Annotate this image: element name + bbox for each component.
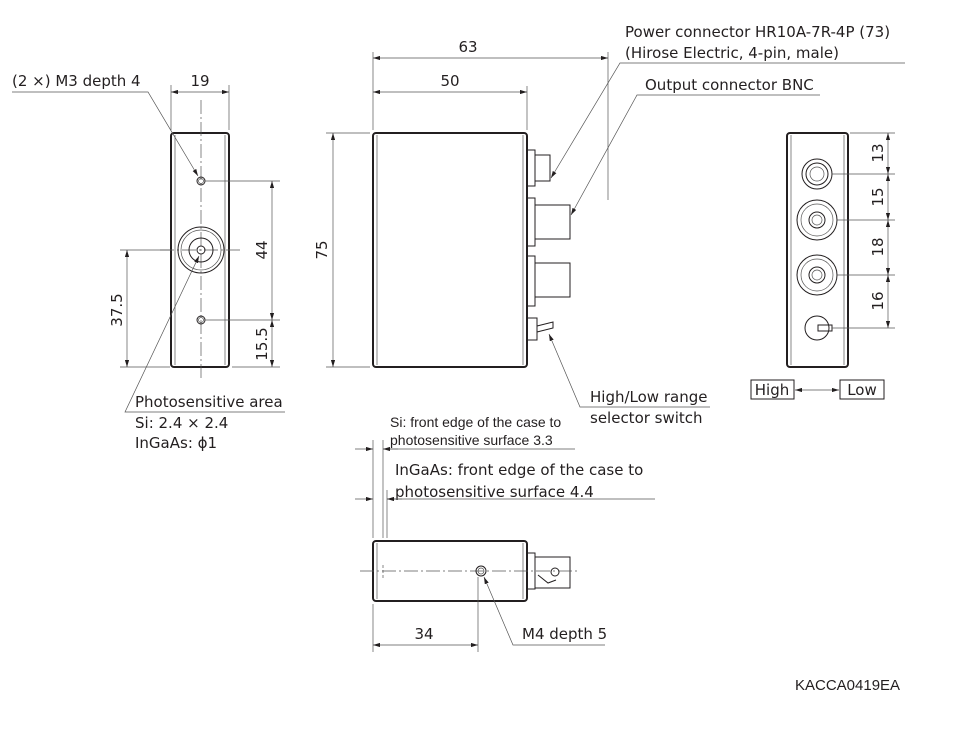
tap-note: (2 ×) M3 depth 4 <box>12 72 141 90</box>
dim-height: 75 <box>313 240 331 259</box>
side-case-outline <box>372 132 528 368</box>
si-note-line1: Si: front edge of the case to <box>390 414 561 430</box>
dim-rear-3: 18 <box>869 237 887 256</box>
photosensitive-label: Photosensitive area <box>135 393 283 411</box>
bnc-connector-2 <box>534 262 571 298</box>
ingaas-note-line1: InGaAs: front edge of the case to <box>395 461 643 479</box>
bottom-bnc <box>534 556 571 589</box>
dim-hole-bottom: 15.5 <box>253 327 271 360</box>
front-view: 19 44 15.5 37.5 (2 ×) M3 depth 4 Photose… <box>12 72 285 452</box>
photosensitive-window <box>177 226 225 274</box>
power-connector <box>534 154 551 182</box>
switch-label: High/Low range <box>590 388 707 406</box>
si-note-line2: photosensitive surface 3.3 <box>390 432 553 448</box>
high-label: High <box>755 381 789 399</box>
dim-center-height: 37.5 <box>108 293 126 326</box>
dim-hole-offset: 34 <box>414 625 433 643</box>
bottom-view: Si: front edge of the case to photosensi… <box>355 414 655 652</box>
dim-width: 19 <box>190 72 209 90</box>
m4-hole <box>475 565 487 577</box>
power-connector-sublabel: (Hirose Electric, 4-pin, male) <box>625 44 839 62</box>
bnc-connector-1 <box>534 204 571 240</box>
drawing-id: KACCA0419EA <box>795 677 900 694</box>
ingaas-size: InGaAs: ϕ1 <box>135 434 217 452</box>
switch-sublabel: selector switch <box>590 409 703 427</box>
power-connector-label: Power connector HR10A-7R-4P (73) <box>625 23 890 41</box>
dim-body: 50 <box>440 72 459 90</box>
bnc-face-2 <box>796 254 838 296</box>
rear-case-outline <box>786 132 849 368</box>
rear-view: 13 15 18 16 High Low <box>750 132 895 400</box>
dim-hole-spacing: 44 <box>253 240 271 259</box>
low-label: Low <box>847 381 877 399</box>
bnc-face-1 <box>796 199 838 241</box>
dim-rear-4: 16 <box>869 291 887 310</box>
hole-note: M4 depth 5 <box>522 625 607 643</box>
output-connector-label: Output connector BNC <box>645 76 814 94</box>
dim-overall: 63 <box>458 38 477 56</box>
dim-rear-2: 15 <box>869 187 887 206</box>
high-box <box>750 379 795 400</box>
dim-rear-1: 13 <box>869 143 887 162</box>
range-switch <box>536 321 554 333</box>
side-view: 63 50 75 Power connector HR10A-7R-4P (73… <box>313 23 905 427</box>
low-box <box>839 379 885 400</box>
ingaas-note-line2: photosensitive surface 4.4 <box>395 483 594 501</box>
si-size: Si: 2.4 × 2.4 <box>135 414 228 432</box>
switch-face <box>804 315 830 341</box>
